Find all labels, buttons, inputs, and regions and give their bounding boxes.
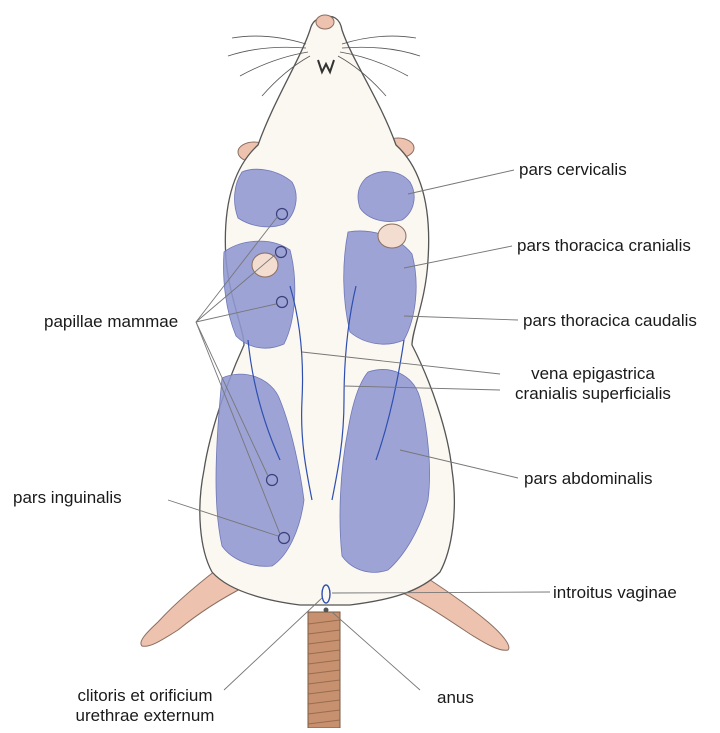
tail <box>308 612 340 728</box>
label-clitoris-line2: urethrae externum <box>40 706 250 726</box>
anus-mark <box>324 608 329 613</box>
gland-cervicalis-right <box>358 172 414 222</box>
label-pars-abdominalis: pars abdominalis <box>524 469 653 489</box>
label-pars-cervicalis: pars cervicalis <box>519 160 627 180</box>
label-anus: anus <box>437 688 474 708</box>
label-pars-inguinalis: pars inguinalis <box>13 488 122 508</box>
label-vena-line1: vena epigastrica <box>498 364 688 384</box>
label-papillae-mammae: papillae mammae <box>44 312 178 332</box>
label-clitoris-line1: clitoris et orificium <box>40 686 250 706</box>
label-clitoris: clitoris et orificium urethrae externum <box>40 686 250 726</box>
label-pars-thoracica-cranialis: pars thoracica cranialis <box>517 236 691 256</box>
nose <box>316 15 334 29</box>
label-vena-line2: cranialis superficialis <box>498 384 688 404</box>
gland-cervicalis-left <box>235 169 297 227</box>
label-pars-thoracica-caudalis: pars thoracica caudalis <box>523 311 697 331</box>
gland-thoracic-right <box>344 231 416 344</box>
label-vena-epigastrica: vena epigastrica cranialis superficialis <box>498 364 688 404</box>
label-introitus-vaginae: introitus vaginae <box>553 583 677 603</box>
